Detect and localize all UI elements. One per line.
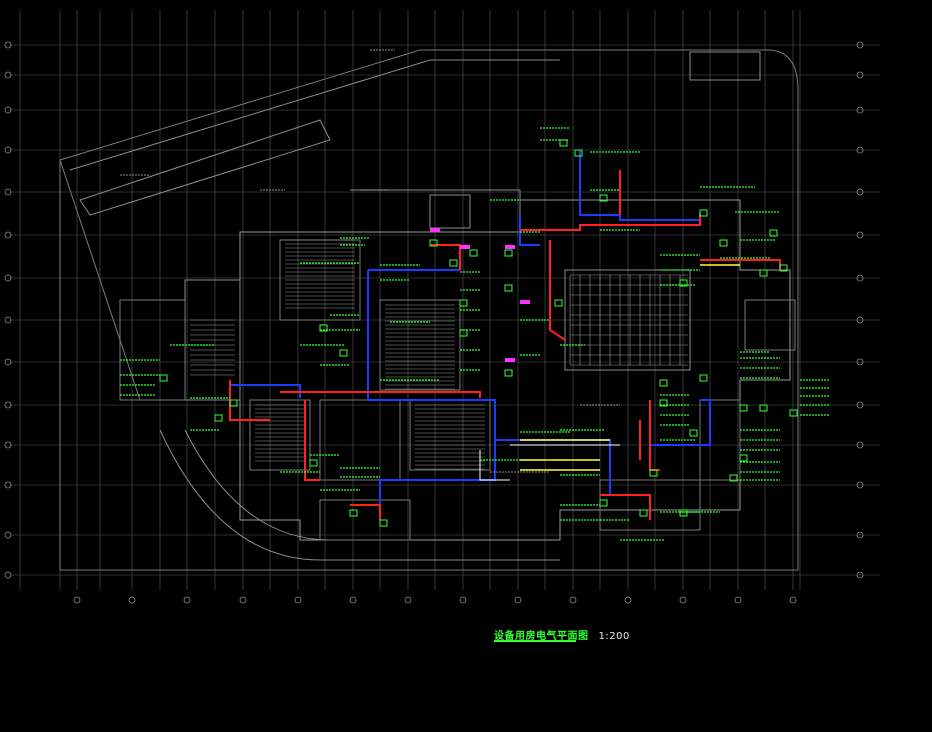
axis-bubble bbox=[4, 188, 12, 196]
equipment-box bbox=[504, 249, 513, 257]
axis-bubble bbox=[856, 274, 864, 282]
equipment-box bbox=[459, 299, 468, 307]
axis-bubble bbox=[128, 596, 136, 604]
equipment-box bbox=[699, 209, 708, 217]
axis-bubble bbox=[514, 596, 522, 604]
axis-bubble bbox=[4, 571, 12, 579]
axis-bubble bbox=[294, 596, 302, 604]
equipment-box bbox=[309, 459, 318, 467]
equipment-box bbox=[504, 284, 513, 292]
cable-routes bbox=[229, 150, 781, 520]
equipment-box bbox=[739, 454, 748, 462]
equipment-box bbox=[339, 349, 348, 357]
equipment-box bbox=[319, 324, 328, 332]
equipment-box bbox=[789, 409, 798, 417]
equipment-box bbox=[449, 259, 458, 267]
equipment-box bbox=[459, 329, 468, 337]
axis-bubble bbox=[856, 71, 864, 79]
axis-bubble bbox=[4, 358, 12, 366]
axis-bubble bbox=[4, 316, 12, 324]
equipment-box bbox=[229, 399, 238, 407]
axis-bubble bbox=[183, 596, 191, 604]
equipment-box bbox=[699, 374, 708, 382]
axis-bubble bbox=[4, 481, 12, 489]
axis-bubble bbox=[4, 401, 12, 409]
equipment-box bbox=[599, 499, 608, 507]
axis-bubble bbox=[569, 596, 577, 604]
equipment-box bbox=[659, 379, 668, 387]
equipment-box bbox=[659, 399, 668, 407]
equipment-box bbox=[649, 469, 658, 477]
axis-bubble bbox=[4, 41, 12, 49]
axis-bubble bbox=[4, 441, 12, 449]
equipment-box bbox=[759, 404, 768, 412]
equipment-symbols bbox=[159, 139, 798, 527]
magenta-tag bbox=[520, 300, 530, 304]
equipment-box bbox=[349, 509, 358, 517]
axis-bubble bbox=[239, 596, 247, 604]
equipment-box bbox=[574, 149, 583, 157]
axis-bubble bbox=[734, 596, 742, 604]
axis-bubble bbox=[624, 596, 632, 604]
magenta-tag bbox=[505, 358, 515, 362]
axis-bubble bbox=[4, 71, 12, 79]
axis-bubble bbox=[4, 146, 12, 154]
axis-bubble bbox=[856, 231, 864, 239]
equipment-box bbox=[429, 239, 438, 247]
label-ticks bbox=[120, 49, 830, 541]
axis-bubble bbox=[4, 531, 12, 539]
magenta-tag bbox=[460, 245, 470, 249]
magenta-tag bbox=[505, 245, 515, 249]
axis-bubble bbox=[459, 596, 467, 604]
axis-bubble bbox=[856, 441, 864, 449]
equipment-box bbox=[719, 239, 728, 247]
axis-bubble bbox=[856, 188, 864, 196]
axis-bubble bbox=[856, 481, 864, 489]
drawing-scale: 1:200 bbox=[598, 631, 630, 642]
equipment-box bbox=[679, 509, 688, 517]
equipment-box bbox=[559, 139, 568, 147]
axis-bubble bbox=[73, 596, 81, 604]
axis-bubble bbox=[856, 571, 864, 579]
equipment-box bbox=[739, 404, 748, 412]
equipment-box bbox=[639, 509, 648, 517]
drawing-title-text: 设备用房电气平面图 bbox=[494, 631, 589, 642]
axis-bubble bbox=[679, 596, 687, 604]
building-outline bbox=[59, 49, 799, 571]
axis-bubble bbox=[404, 596, 412, 604]
axis-bubble bbox=[856, 401, 864, 409]
equipment-box bbox=[504, 369, 513, 377]
drawing-title: 设备用房电气平面图 1:200 bbox=[494, 627, 630, 642]
axis-bubble bbox=[4, 106, 12, 114]
equipment-box bbox=[689, 429, 698, 437]
seating-hatch bbox=[190, 239, 688, 470]
equipment-box bbox=[769, 229, 778, 237]
axis-bubbles bbox=[4, 41, 864, 604]
axis-bubble bbox=[856, 358, 864, 366]
equipment-box bbox=[379, 519, 388, 527]
equipment-box bbox=[214, 414, 223, 422]
magenta-tag bbox=[430, 228, 440, 232]
axis-bubble bbox=[349, 596, 357, 604]
equipment-box bbox=[759, 269, 768, 277]
axis-bubble bbox=[856, 146, 864, 154]
axis-bubble bbox=[856, 106, 864, 114]
equipment-box bbox=[159, 374, 168, 382]
axis-bubble bbox=[789, 596, 797, 604]
equipment-box bbox=[599, 194, 608, 202]
equipment-box bbox=[679, 279, 688, 287]
equipment-box bbox=[779, 264, 788, 272]
axis-bubble bbox=[4, 231, 12, 239]
axis-bubble bbox=[856, 531, 864, 539]
axis-bubble bbox=[4, 274, 12, 282]
title-underline bbox=[494, 640, 576, 642]
axis-bubble bbox=[856, 41, 864, 49]
axis-bubble bbox=[856, 316, 864, 324]
equipment-box bbox=[729, 474, 738, 482]
equipment-box bbox=[469, 249, 478, 257]
equipment-box bbox=[554, 299, 563, 307]
